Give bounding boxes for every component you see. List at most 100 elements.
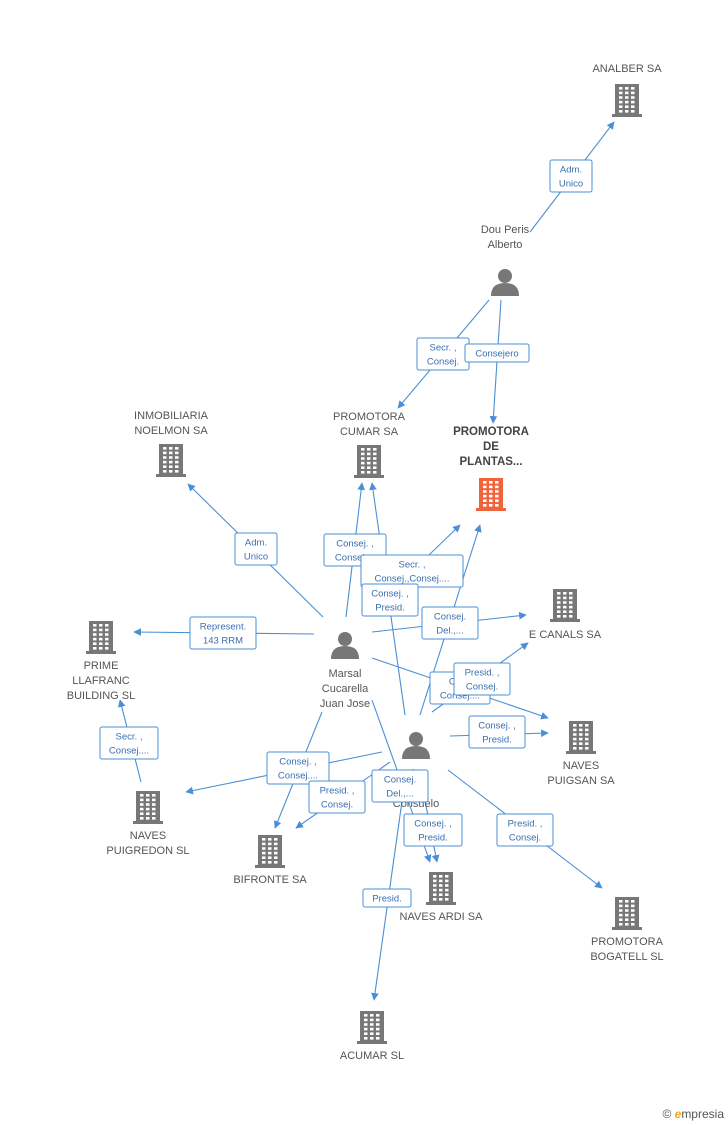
relation-text: Presid. , [465,668,500,679]
node-label-bogatell: BOGATELL SL [590,951,663,963]
person-icon [331,632,359,659]
relation-text: Secr. , [430,343,457,354]
node-label-marsal: Juan Jose [320,698,370,710]
node-label-puigsan: PUIGSAN SA [547,775,615,787]
relation-label[interactable]: Consej. Del.,... [421,606,479,640]
node-puigsan[interactable]: NAVES PUIGSAN SA [547,721,615,787]
relation-text: Consej.... [278,771,318,782]
relation-box [371,769,429,803]
node-label-puigsan: NAVES [563,760,599,772]
relation-box [361,583,419,617]
relation-text: Consej.... [109,746,149,757]
relation-label[interactable]: Presid. ,Consej. [453,662,511,696]
relation-label[interactable]: Consej. ,Presid. [403,813,463,847]
relation-box [468,715,526,749]
node-inmobiliaria[interactable]: INMOBILIARIA NOELMON SA [134,410,209,477]
node-cumar[interactable]: PROMOTORA CUMAR SA [333,411,406,478]
building-icon [550,589,580,622]
relation-box [266,751,330,785]
relation-label[interactable]: Secr. ,Consej.... [99,726,159,760]
relation-text: Consej.,Consej.... [375,574,450,585]
node-bifronte[interactable]: BIFRONTE SA [233,835,307,886]
relation-label[interactable]: Consej. , Consej.... [266,751,330,785]
relation-text: Consej. [384,775,416,786]
relation-box [362,888,412,908]
relation-box [496,813,554,847]
node-label-dou: Dou Peris [481,224,530,236]
relation-box [464,343,530,363]
relation-label[interactable]: Consejero [464,343,530,363]
building-icon [476,478,506,511]
person-icon [491,269,519,296]
relation-text: Consej. [427,357,459,368]
relation-box [189,616,257,650]
relation-text: Consej. , [371,589,409,600]
relation-text: Consej. [509,833,541,844]
relation-label[interactable]: Represent.143 RRM [189,616,257,650]
building-icon [426,872,456,905]
node-label-marsal: Cucarella [322,683,369,695]
node-label-cumar: PROMOTORA [333,411,406,423]
building-icon [612,897,642,930]
relation-text: Consej. , [336,539,374,550]
relation-text: Unico [244,552,268,563]
relation-text: Adm. [560,165,582,176]
node-label-promotora_plantas: DE [483,441,499,453]
relation-box [403,813,463,847]
relation-label[interactable]: Presid. [362,888,412,908]
person-icon [402,732,430,759]
node-analber[interactable]: ANALBER SA [592,63,662,117]
relation-text: Presid. [482,735,512,746]
relation-label[interactable]: Presid. ,Consej. [308,780,366,814]
node-label-dou: Alberto [488,239,523,251]
relation-text: 143 RRM [203,636,243,647]
nodes-layer: ANALBER SA Dou PerisAlbertoPROMOTORADEPLA… [67,63,664,1062]
relation-text: Secr. , [399,560,426,571]
node-label-inmobiliaria: INMOBILIARIA [134,410,209,422]
building-icon [255,835,285,868]
relation-label[interactable]: Adm.Unico [234,532,278,566]
relation-text: Consej. [434,612,466,623]
node-label-analber: ANALBER SA [592,63,662,75]
relation-text: Presid. [375,603,405,614]
empresia-logo: © empresia [662,1107,724,1121]
relation-text: Consej. , [478,721,516,732]
node-label-marsal: Marsal [328,668,361,680]
relation-label[interactable]: Secr. , Consej.,Consej.... [360,554,464,588]
building-icon [133,791,163,824]
relation-label[interactable]: Secr. , Consej. [416,337,470,371]
relation-box [99,726,159,760]
building-icon [156,444,186,477]
node-label-inmobiliaria: NOELMON SA [134,425,208,437]
copyright-icon: © [662,1107,672,1121]
relation-label[interactable]: Consej. , Presid. [361,583,419,617]
node-label-acumar: ACUMAR SL [340,1050,404,1062]
relation-label[interactable]: Presid. ,Consej. [496,813,554,847]
node-ecanals[interactable]: E CANALS SA [529,589,602,641]
node-label-puigredon: NAVES [130,830,166,842]
logo-text: mpresia [681,1107,724,1121]
relation-text: Del.,... [436,626,463,637]
relation-text: Consejero [475,349,518,360]
building-icon [86,621,116,654]
node-label-prime: PRIME [84,660,119,672]
relation-text: Unico [559,179,583,190]
node-ardi[interactable]: NAVES ARDI SA [400,872,484,923]
node-label-cumar: CUMAR SA [340,426,399,438]
node-acumar[interactable]: ACUMAR SL [340,1011,404,1062]
relation-label[interactable]: Consej.Del.,... [371,769,429,803]
relation-box [308,780,366,814]
relation-text: Consej.... [440,691,480,702]
building-icon [357,1011,387,1044]
relation-label[interactable]: Consej. , Presid. [468,715,526,749]
node-promotora_plantas[interactable]: PROMOTORADEPLANTAS... [453,426,529,511]
relation-label[interactable]: Adm. Unico [549,159,593,193]
relation-text: Consej. , [279,757,317,768]
